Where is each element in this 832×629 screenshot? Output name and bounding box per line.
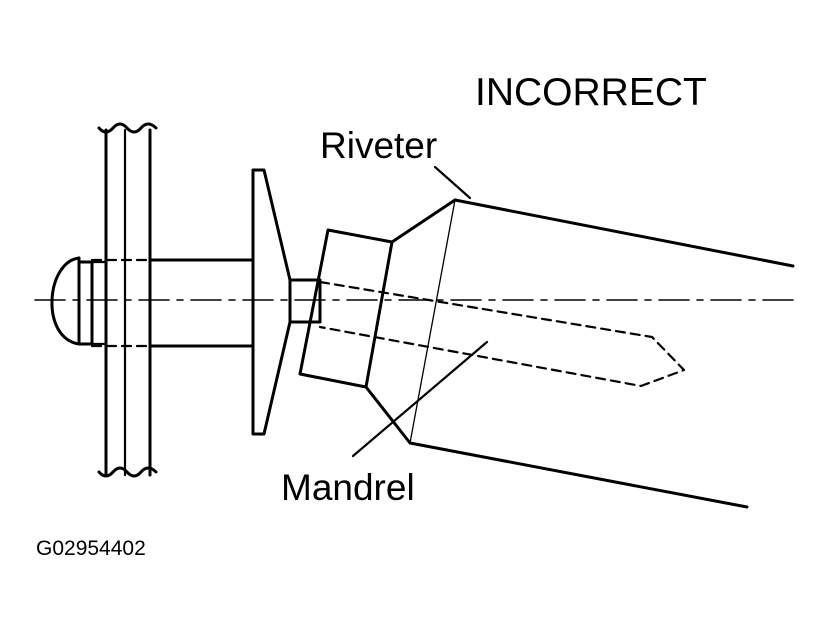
status-label: INCORRECT	[475, 71, 707, 114]
riveter-body	[364, 198, 795, 509]
mandrel-leader-line	[351, 340, 489, 458]
riveter-nose	[298, 228, 394, 389]
riveter-label: Riveter	[320, 125, 437, 166]
mandrel-hidden	[318, 280, 686, 388]
rivet-body-hidden	[90, 258, 152, 348]
rivet-head	[50, 256, 108, 346]
rivet-shank	[148, 258, 255, 348]
figure-id-label: G02954402	[36, 537, 146, 560]
rivet-flange	[251, 168, 292, 436]
riveter-leader-line	[433, 165, 472, 200]
mandrel-label: Mandrel	[281, 467, 415, 508]
mandrel-neck	[288, 278, 322, 324]
panel	[97, 122, 158, 478]
